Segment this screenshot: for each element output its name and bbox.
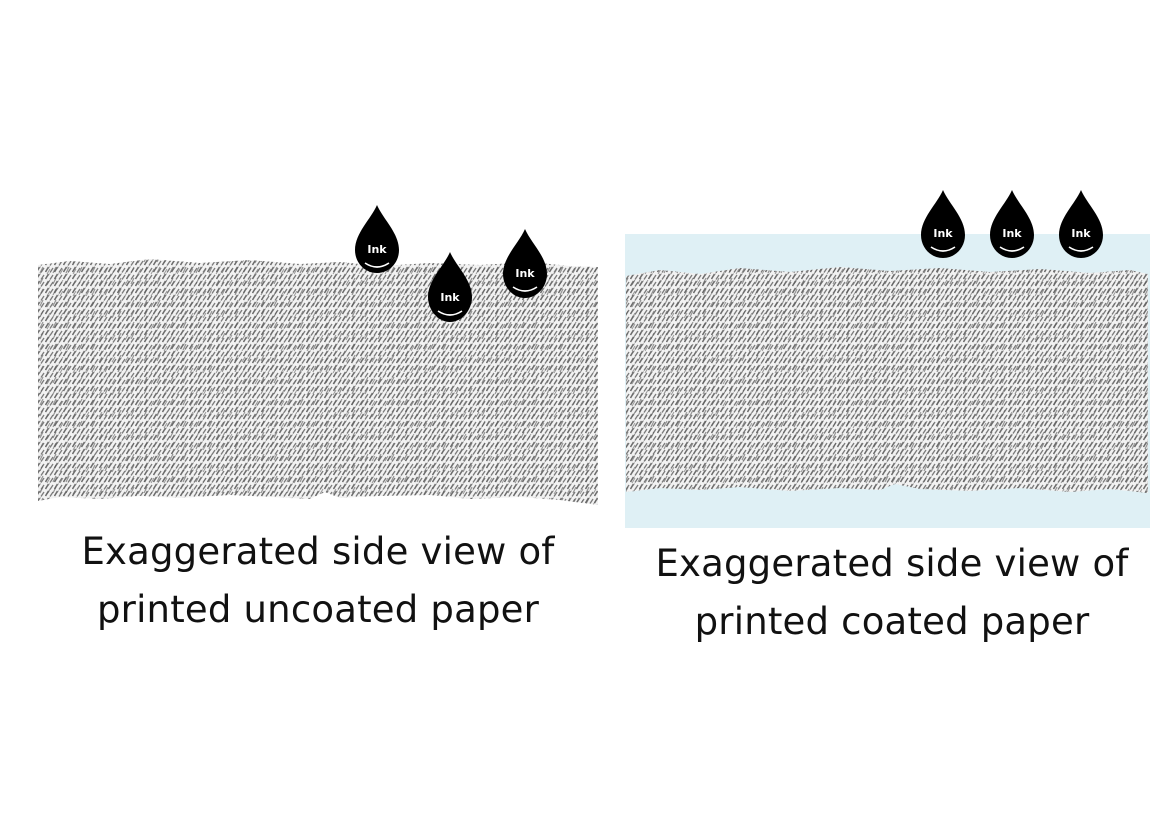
uncoated-paper-texture [38, 259, 598, 505]
uncoated-caption-line2: printed uncoated paper [96, 588, 540, 631]
ink-drop-icon: Ink [990, 190, 1034, 258]
uncoated-panel: Ink Ink Ink [38, 205, 598, 505]
coated-caption-line2: printed coated paper [694, 600, 1090, 643]
ink-drop-label: Ink [1002, 227, 1022, 240]
ink-drop-label: Ink [367, 243, 387, 256]
uncoated-caption-line1: Exaggerated side view of [81, 530, 555, 573]
coated-paper-texture [626, 267, 1148, 493]
ink-drop-label: Ink [1071, 227, 1091, 240]
coated-caption: Exaggerated side view of printed coated … [612, 535, 1170, 651]
ink-drop-icon: Ink [1059, 190, 1103, 258]
coated-panel: Ink Ink Ink [625, 190, 1150, 528]
uncoated-caption: Exaggerated side view of printed uncoate… [38, 523, 598, 639]
ink-drop-label: Ink [440, 291, 460, 304]
ink-drop-icon: Ink [428, 252, 472, 322]
ink-drop-label: Ink [515, 267, 535, 280]
ink-drop-label: Ink [933, 227, 953, 240]
ink-drop-icon: Ink [921, 190, 965, 258]
ink-drop-icon: Ink [503, 229, 547, 298]
ink-drop-icon: Ink [355, 205, 399, 273]
coated-caption-line1: Exaggerated side view of [655, 542, 1129, 585]
